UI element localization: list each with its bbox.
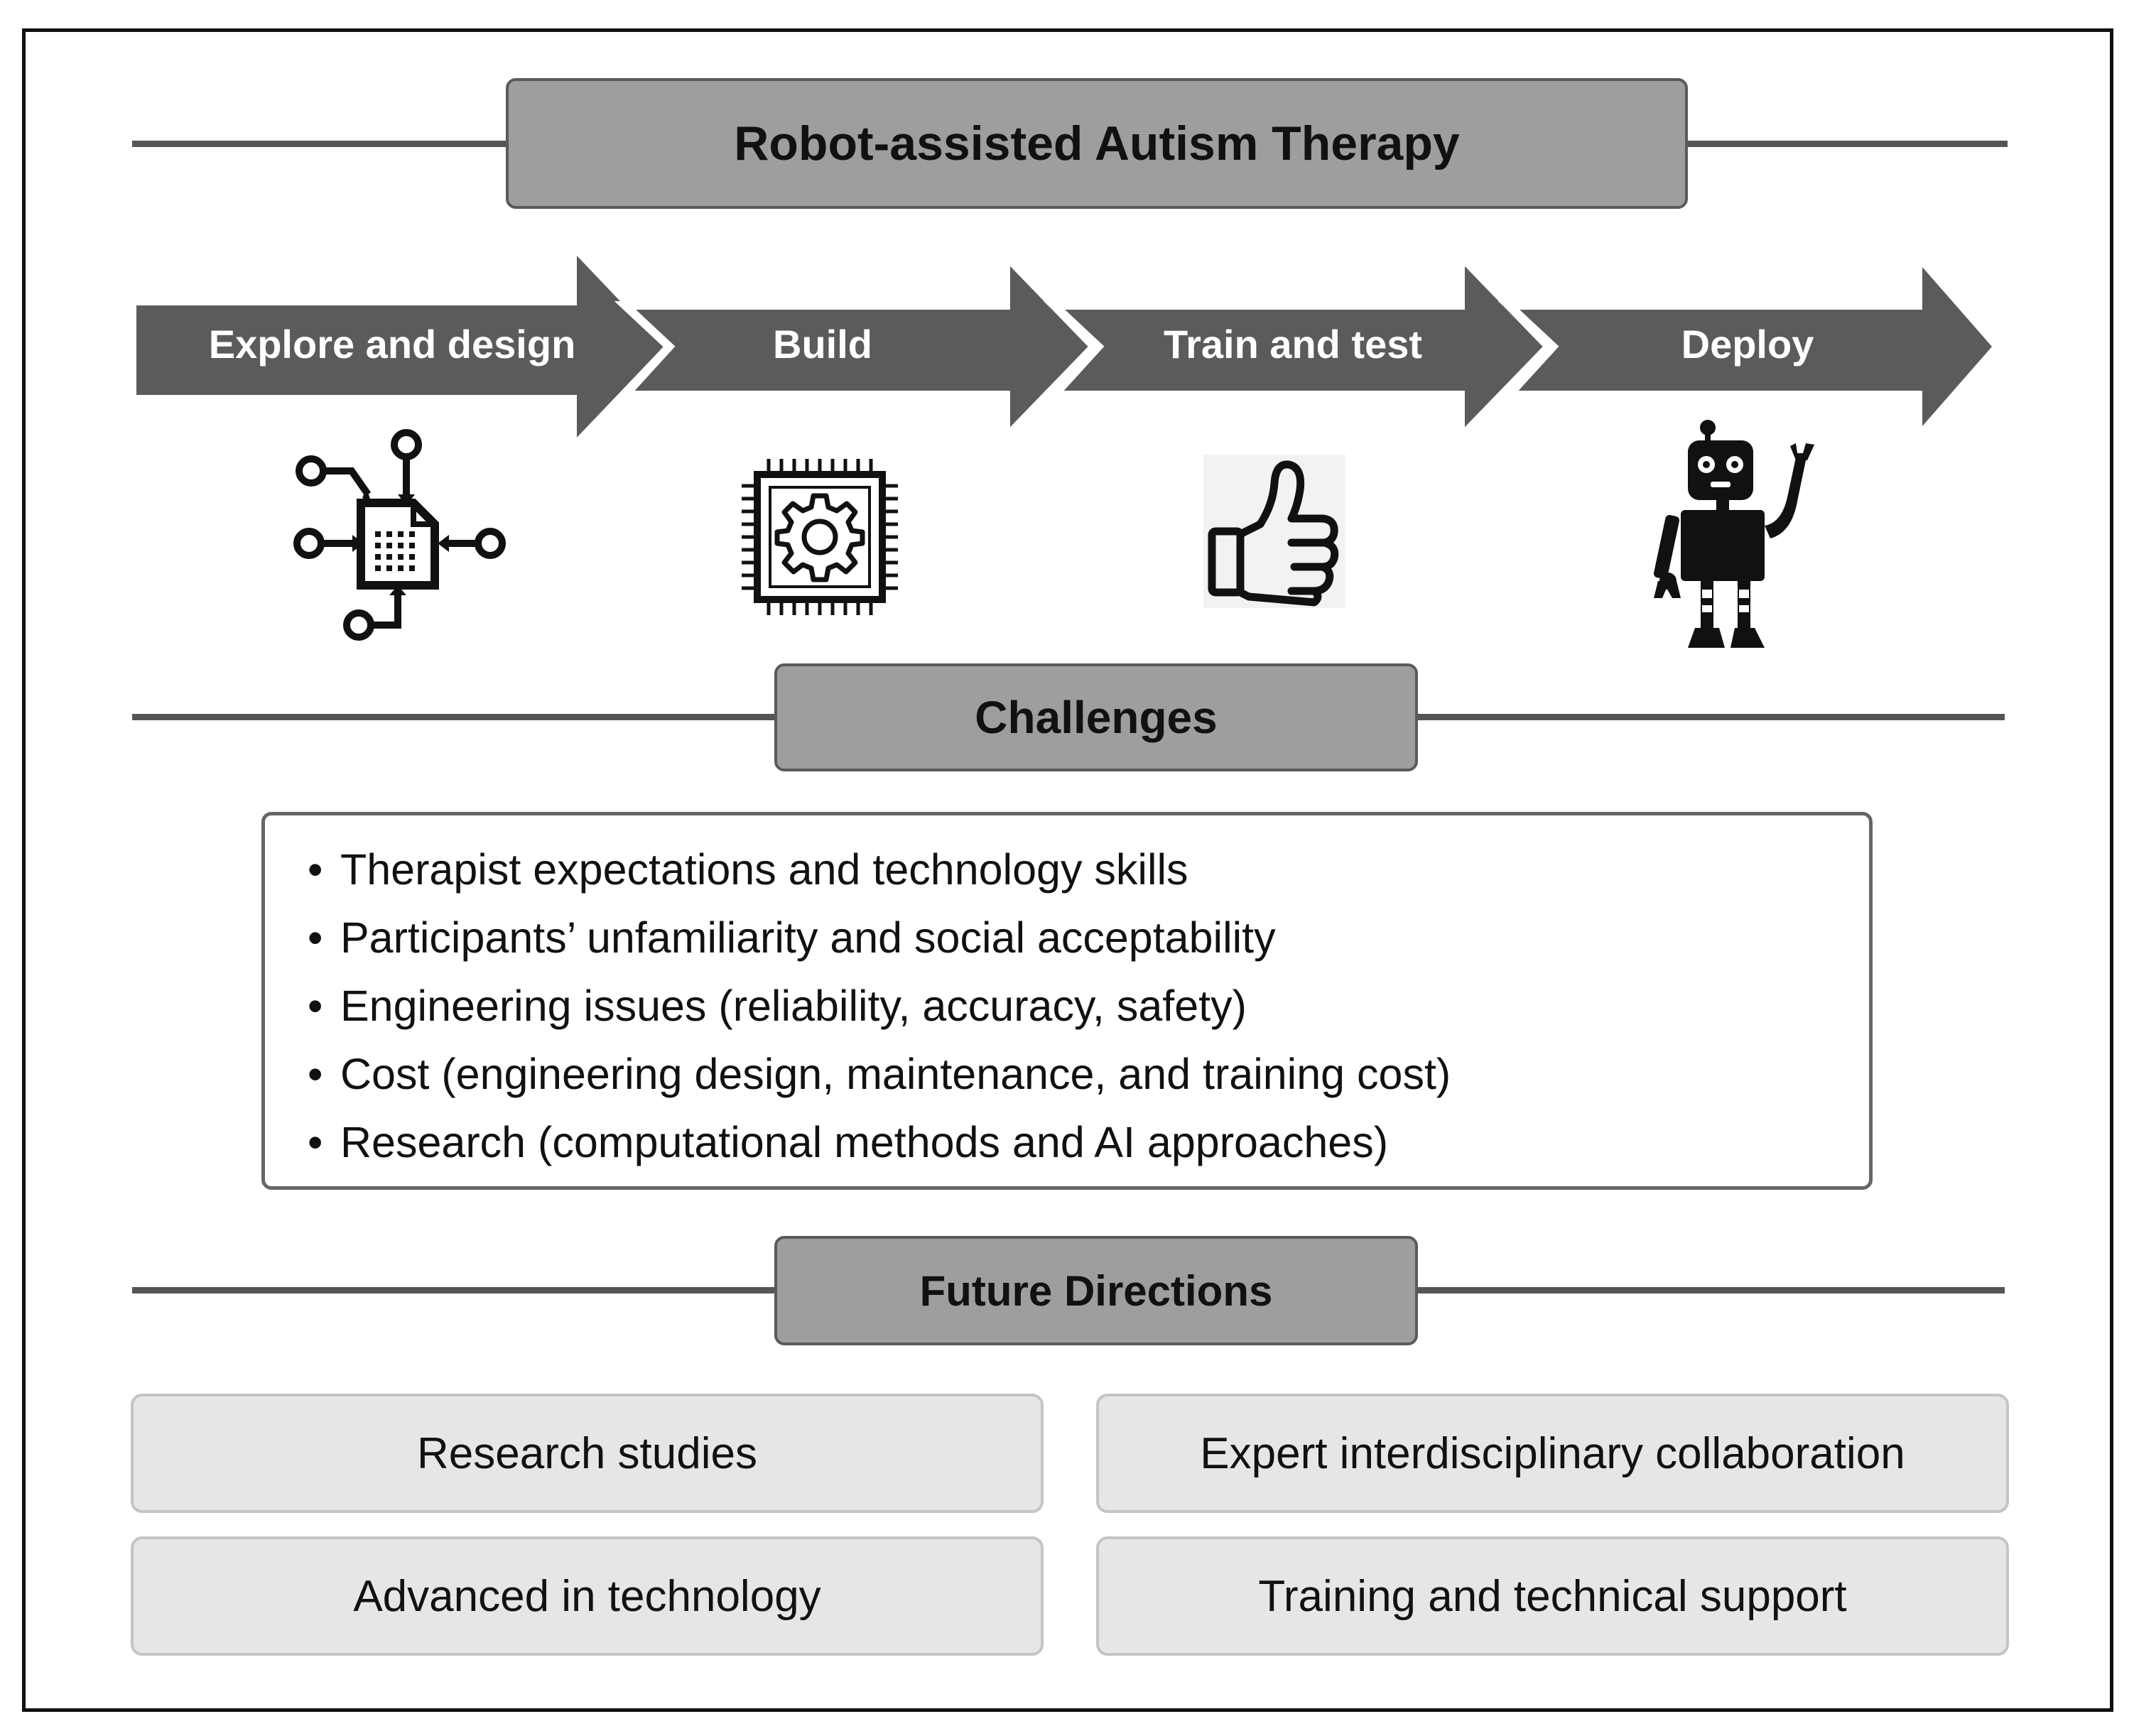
stage-label-build: Build (773, 321, 872, 367)
future-direction-expert-collaboration: Expert interdisciplinary collaboration (1096, 1394, 2009, 1513)
future-direction-research-studies: Research studies (131, 1394, 1044, 1513)
stage-arrow-train (1043, 245, 1555, 448)
future-direction-advanced-technology: Advanced in technology (131, 1536, 1044, 1656)
challenges-rule-left (132, 714, 779, 720)
chip-gear-icon (742, 459, 898, 615)
main-title: Robot-assisted Autism Therapy (506, 78, 1688, 209)
figure-frame (22, 28, 2113, 1712)
stage-label-train-and-test: Train and test (1163, 321, 1423, 367)
challenge-item: •Therapist expectations and technology s… (308, 845, 1188, 894)
challenge-item: •Participants’ unfamiliarity and social … (308, 913, 1276, 962)
future-rule-left (132, 1287, 779, 1293)
stage-arrow-build (614, 245, 1100, 448)
stage-arrow-deploy (1497, 244, 2003, 449)
challenges-box: •Therapist expectations and technology s… (261, 812, 1873, 1190)
challenge-item: •Research (computational methods and AI … (308, 1118, 1389, 1166)
challenges-list: •Therapist expectations and technology s… (265, 815, 1869, 1176)
challenges-rule-right (1415, 714, 2005, 720)
stage-label-explore-and-design: Explore and design (208, 321, 576, 367)
challenges-heading: Challenges (774, 663, 1418, 771)
future-rule-right (1415, 1287, 2005, 1293)
future-direction-training-support: Training and technical support (1096, 1536, 2009, 1656)
design-diagram-icon (293, 429, 506, 641)
thumbs-up-icon (1203, 455, 1345, 608)
stage-arrow-explore (136, 256, 664, 438)
stage-label-deploy: Deploy (1681, 321, 1814, 367)
title-rule-left (132, 141, 509, 147)
challenge-item: •Cost (engineering design, maintenance, … (308, 1050, 1451, 1098)
title-rule-right (1685, 141, 2008, 147)
challenge-item: •Engineering issues (reliability, accura… (308, 982, 1247, 1030)
future-directions-heading: Future Directions (774, 1236, 1418, 1345)
robot-icon (1653, 420, 1814, 648)
